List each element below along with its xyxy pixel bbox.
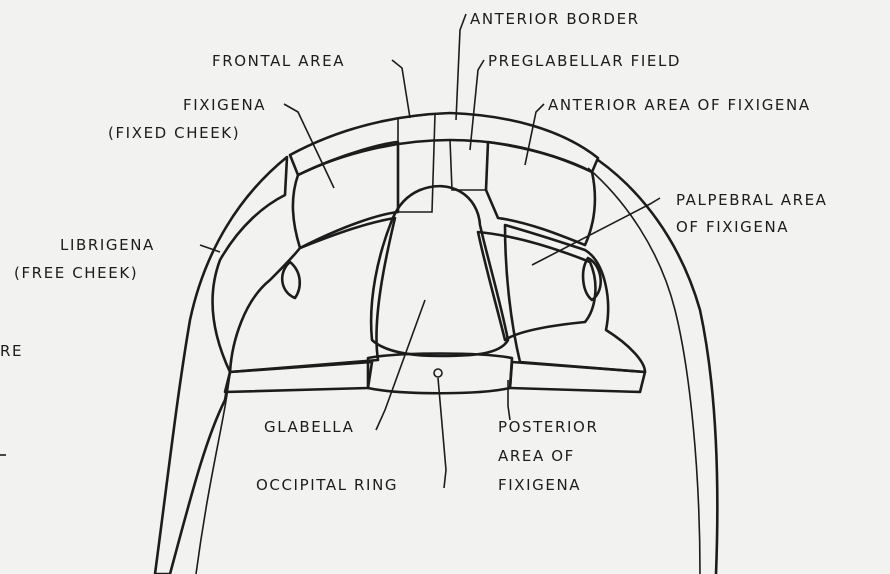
label-frontal-area: FRONTAL AREA: [212, 52, 345, 70]
label-anterior-border: ANTERIOR BORDER: [470, 10, 640, 28]
label-free-cheek: (FREE CHEEK): [14, 264, 138, 282]
librigena-left: [155, 157, 287, 574]
label-glabella: GLABELLA: [264, 418, 354, 436]
fixigena-right-lower: [505, 225, 645, 372]
anterior-border: [290, 113, 598, 175]
label-anterior-area-fixigena: ANTERIOR AREA OF FIXIGENA: [548, 96, 811, 114]
label-cut-off: RE: [0, 342, 23, 360]
label-fixed-cheek: (FIXED CHEEK): [108, 124, 240, 142]
preglabellar-field: [450, 140, 488, 190]
fixigena-right: [486, 142, 595, 245]
label-occipital-ring: OCCIPITAL RING: [256, 476, 398, 494]
label-fixigena: FIXIGENA: [183, 96, 266, 114]
posterior-area-left: [225, 362, 372, 392]
label-preglabellar-field: PREGLABELLAR FIELD: [488, 52, 681, 70]
occipital-node: [434, 369, 442, 377]
occipital-ring: [368, 354, 512, 394]
label-librigena: LIBRIGENA: [60, 236, 155, 254]
label-posterior-3: FIXIGENA: [498, 476, 581, 494]
posterior-area-right: [510, 362, 645, 392]
label-posterior-2: AREA OF: [498, 447, 575, 465]
label-palpebral-area-2: OF FIXIGENA: [676, 218, 789, 236]
eye-lobe-left: [282, 262, 300, 298]
cephalon-inner-left: [196, 372, 230, 574]
label-palpebral-area-1: PALPEBRAL AREA: [676, 191, 828, 209]
frontal-area: [398, 114, 435, 212]
label-posterior-1: POSTERIOR: [498, 418, 599, 436]
